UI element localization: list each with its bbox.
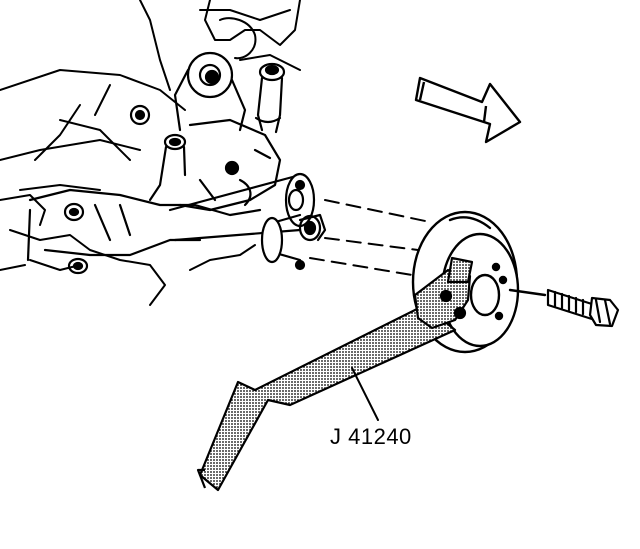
- pump-shaft: [168, 172, 327, 271]
- alignment-guides: [309, 199, 431, 276]
- pulley-bolt: [546, 288, 620, 328]
- lower-bracket: [26, 188, 262, 275]
- engine-block: [0, 0, 301, 306]
- pulley-holder-tool: [196, 256, 474, 492]
- outline-arrow-icon: [414, 76, 522, 144]
- hose-fitting: [254, 62, 286, 134]
- idler-bracket: [129, 51, 247, 132]
- tool-callout-label: J 41240: [330, 424, 412, 449]
- pump-housing: [148, 118, 282, 212]
- callout-leader: [351, 367, 379, 421]
